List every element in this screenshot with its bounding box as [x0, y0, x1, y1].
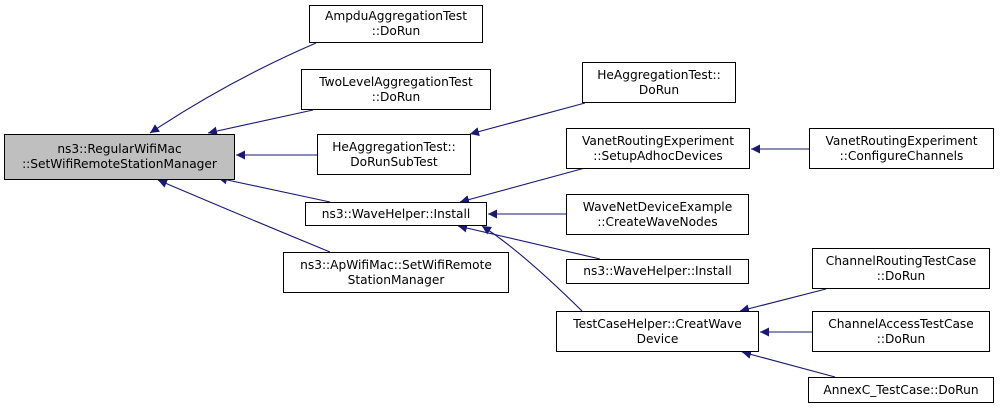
node-twolevel[interactable]: TwoLevelAggregationTest ::DoRun	[301, 69, 491, 110]
node-label: ::SetWifiRemoteStationManager	[22, 157, 217, 171]
node-vanetconf[interactable]: VanetRoutingExperiment ::ConfigureChanne…	[809, 128, 994, 169]
node-label: DoRun	[638, 82, 680, 97]
node-wavenet[interactable]: WaveNetDeviceExample ::CreateWaveNodes	[566, 194, 749, 235]
node-herun[interactable]: HeAggregationTest:: DoRun	[582, 62, 736, 103]
node-label: ::DoRun	[371, 24, 421, 38]
node-label: HeAggregationTest::	[332, 139, 456, 154]
node-label: ::DoRun	[876, 268, 926, 283]
node-label: VanetRoutingExperiment	[825, 133, 978, 148]
node-label: ::SetupAdhocDevices	[593, 148, 723, 163]
node-wave[interactable]: ns3::WaveHelper::Install	[305, 202, 487, 226]
node-label: VanetRoutingExperiment	[581, 133, 734, 148]
node-label: AnnexC_TestCase::DoRun	[823, 382, 979, 397]
node-label: HeAggregationTest::	[597, 67, 721, 82]
edge-testcase-to-wave	[481, 225, 583, 312]
node-label: ::ConfigureChannels	[839, 148, 964, 163]
node-label: ns3::ApWifiMac::SetWifiRemote	[300, 257, 492, 272]
node-chanacc[interactable]: ChannelAccessTestCase ::DoRun	[812, 311, 990, 352]
edge-herun-to-hesub	[469, 102, 586, 137]
edge-chanrout-to-testcase	[739, 288, 827, 314]
edge-ampdu-to-root	[149, 42, 317, 134]
node-label: ChannelRoutingTestCase	[825, 253, 977, 268]
edge-wave-to-root	[217, 175, 331, 203]
edge-wave2-to-wave	[457, 223, 601, 260]
node-label: DoRunSubTest	[350, 154, 438, 169]
node-hesub[interactable]: HeAggregationTest:: DoRunSubTest	[317, 134, 471, 175]
node-annexc[interactable]: AnnexC_TestCase::DoRun	[808, 377, 994, 403]
node-label: ns3::RegularWifiMac	[57, 142, 182, 156]
node-label: ::DoRun	[876, 331, 926, 346]
node-label: ns3::WaveHelper::Install	[321, 206, 471, 221]
node-ampdu[interactable]: AmpduAggregationTest ::DoRun	[309, 5, 483, 43]
node-label: AmpduAggregationTest	[324, 9, 467, 23]
node-testcase[interactable]: TestCaseHelper::CreatWave Device	[556, 311, 759, 352]
node-label: Device	[636, 331, 679, 346]
edge-vanetsetup-to-wave	[459, 167, 586, 204]
node-label: TestCaseHelper::CreatWave	[573, 316, 742, 331]
node-vanetsetup[interactable]: VanetRoutingExperiment ::SetupAdhocDevic…	[566, 128, 750, 169]
edge-apwifi-to-root	[157, 179, 331, 253]
edge-twolevel-to-root	[207, 109, 314, 136]
node-label: StationManager	[347, 272, 445, 287]
node-apwifi[interactable]: ns3::ApWifiMac::SetWifiRemote StationMan…	[283, 252, 509, 293]
node-wave2[interactable]: ns3::WaveHelper::Install	[566, 259, 749, 284]
node-label: ::CreateWaveNodes	[597, 214, 718, 229]
node-label: WaveNetDeviceExample	[582, 199, 733, 214]
node-label: ::DoRun	[371, 89, 421, 104]
node-label: ns3::WaveHelper::Install	[583, 264, 732, 278]
node-root: ns3::RegularWifiMac ::SetWifiRemoteStati…	[4, 134, 235, 180]
node-chanrout[interactable]: ChannelRoutingTestCase ::DoRun	[812, 248, 990, 289]
node-label: ChannelAccessTestCase	[828, 316, 974, 331]
edge-annexc-to-testcase	[741, 349, 836, 378]
node-label: TwoLevelAggregationTest	[319, 74, 473, 89]
